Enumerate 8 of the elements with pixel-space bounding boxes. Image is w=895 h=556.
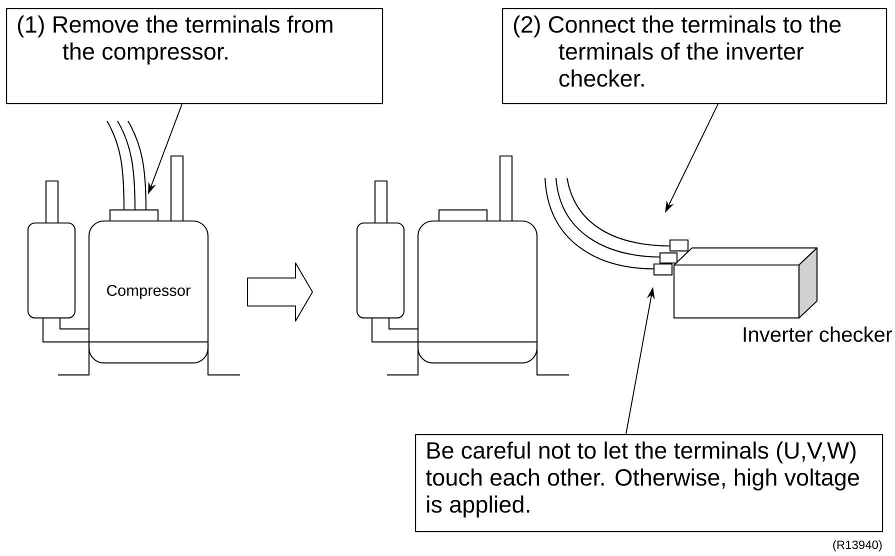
callout-box: Be careful not to let the terminals (U,V,W) touch each other. Otherwise, high voltage is applied.: [415, 434, 884, 532]
compressor-body: [417, 220, 538, 364]
inverter-checker: [673, 247, 818, 319]
callout-box: (1) Remove the terminals from the compressor.: [6, 8, 384, 104]
compressor-body: Compressor: [88, 220, 209, 364]
block-arrow: [247, 262, 313, 322]
device-label: Inverter checker: [744, 326, 892, 342]
callout-box: (2) Connect the terminals to the terminals of the inverter checker.: [502, 8, 888, 104]
